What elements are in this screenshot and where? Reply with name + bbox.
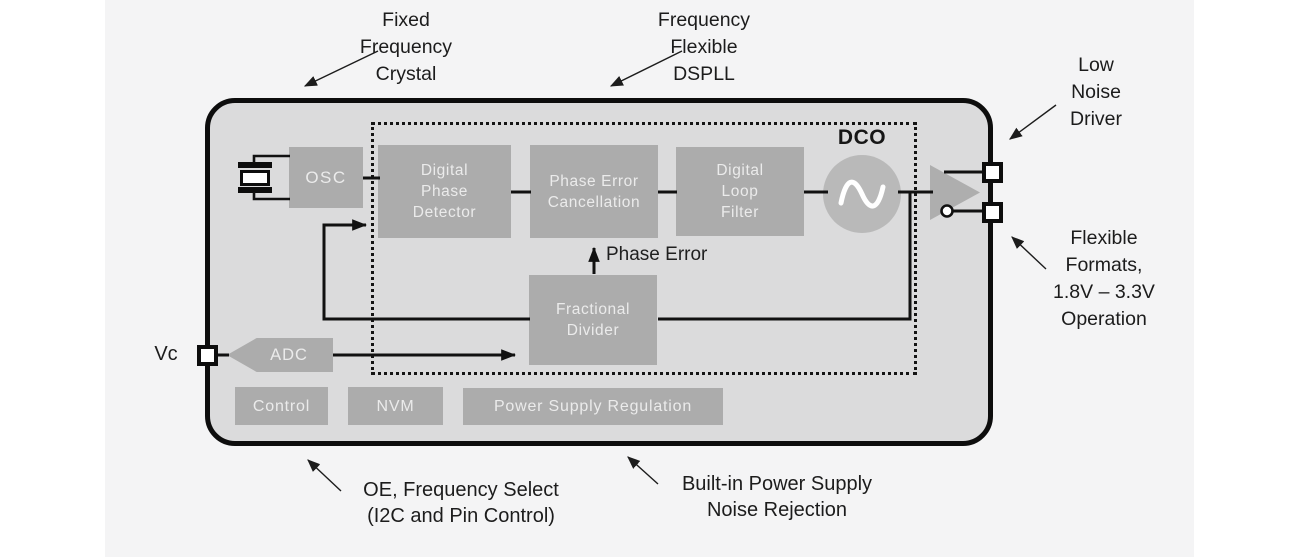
- annotation-oe-frequency-select: OE, Frequency Select (I2C and Pin Contro…: [363, 479, 559, 527]
- pin-output-bottom: [982, 202, 1003, 223]
- block-digital-phase-detector: Digital Phase Detector: [378, 145, 511, 238]
- phase-error-label: Phase Error: [606, 244, 708, 265]
- vc-label: Vc: [154, 343, 178, 365]
- block-osc: OSC: [289, 147, 363, 208]
- block-phase-error-cancellation: Phase Error Cancellation: [530, 145, 658, 238]
- crystal-icon: [238, 187, 272, 193]
- crystal-icon: [238, 162, 272, 168]
- crystal-icon: [240, 170, 270, 186]
- annotation-flexible-formats: Flexible Formats, 1.8V – 3.3V Operation: [1053, 227, 1155, 330]
- annotation-low-noise-driver: Low Noise Driver: [1070, 54, 1122, 130]
- dco-label: DCO: [837, 126, 887, 149]
- annotation-builtin-power-supply: Built-in Power Supply Noise Rejection: [681, 473, 873, 521]
- dco-circle-icon: [823, 155, 901, 233]
- pin-vc-input: [197, 345, 218, 366]
- annotation-frequency-flexible-dspll: Frequency Flexible DSPLL: [657, 9, 751, 85]
- block-digital-loop-filter: Digital Loop Filter: [676, 147, 804, 236]
- sine-wave-icon: [838, 179, 886, 209]
- block-power-supply-regulation: Power Supply Regulation: [463, 388, 723, 425]
- block-control: Control: [235, 387, 328, 425]
- block-nvm: NVM: [348, 387, 443, 425]
- annotation-fixed-frequency-crystal: Fixed Frequency Crystal: [359, 9, 453, 85]
- block-fractional-divider: Fractional Divider: [529, 275, 657, 365]
- pin-output-top: [982, 162, 1003, 183]
